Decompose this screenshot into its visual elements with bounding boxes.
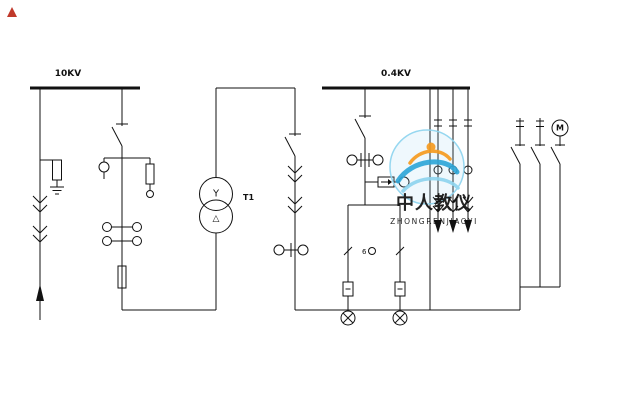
- left-feeder: [32, 88, 64, 320]
- conductor-slash-icon: [395, 246, 405, 256]
- watermark-swoosh-blue: [395, 159, 460, 184]
- feeder-arrow-icon: [449, 220, 457, 233]
- arrester-with-earth-icon: [40, 159, 64, 195]
- control-branch-right: [392, 205, 408, 326]
- voltage-transformer-icon: [98, 157, 122, 179]
- watermark: 中人教仪 ZHONGRENJIAOYI: [389, 129, 478, 226]
- current-transformers-icon: [346, 153, 384, 167]
- disconnector-icon: [354, 115, 371, 139]
- watermark-figure-head: [426, 142, 436, 152]
- motor-branch-1: [510, 118, 525, 310]
- current-transformers-icon: [102, 222, 142, 246]
- drawout-contacts-icon: [287, 165, 303, 214]
- motor-branch-2: [530, 118, 545, 287]
- metering-feeder: 6: [340, 88, 410, 326]
- current-transformers-icon: [273, 243, 309, 257]
- transformer-primary-coil: [199, 177, 233, 211]
- winding-symbol-delta: △: [213, 214, 220, 224]
- signal-lamp-icon: [392, 310, 408, 326]
- winding-symbol-y: Y: [212, 189, 220, 200]
- fuse-icon: [117, 265, 127, 289]
- fuse-branch-icon: [122, 157, 155, 198]
- breaker-icon: [550, 146, 561, 165]
- drawout-contacts-icon: [32, 195, 48, 243]
- outgoing-feeders: [432, 88, 474, 233]
- branch-count-label: 6: [362, 248, 367, 256]
- breaker-icon: [510, 146, 521, 165]
- motor-label: M: [556, 124, 564, 133]
- transformer-label: T1: [243, 193, 254, 202]
- signal-lamp-icon: [340, 310, 356, 326]
- indicator-icon: [368, 247, 376, 255]
- outgoing-feeder-1: [432, 88, 444, 233]
- bus-10kv-label: 10KV: [55, 69, 81, 79]
- hv-transformer-feeder: [98, 88, 216, 311]
- breaker-icon: [530, 146, 541, 165]
- conductor-slash-icon: [343, 246, 353, 256]
- disconnector-icon: [284, 133, 301, 157]
- watermark-swoosh-lightblue: [401, 176, 460, 193]
- watermark-name-en: ZHONGRENJIAOYI: [390, 217, 478, 226]
- disconnector-icon: [111, 123, 128, 147]
- bus-04kv: 0.4KV: [322, 69, 470, 90]
- feeder-arrow-icon: [464, 220, 472, 233]
- corner-marker-icon: [7, 7, 17, 17]
- feeder-arrow-icon: [434, 220, 442, 233]
- bus-04kv-label: 0.4KV: [381, 69, 411, 79]
- line-arrow-icon: [36, 284, 44, 301]
- lv-incoming-feeder: [273, 88, 430, 311]
- control-branch-left: [340, 205, 356, 326]
- transformer-t1: Y △ T1: [199, 87, 295, 310]
- motor-branch-group: M: [430, 118, 569, 311]
- watermark-name-cn: 中人教仪: [396, 192, 472, 214]
- motor-branch-3: M: [550, 119, 569, 287]
